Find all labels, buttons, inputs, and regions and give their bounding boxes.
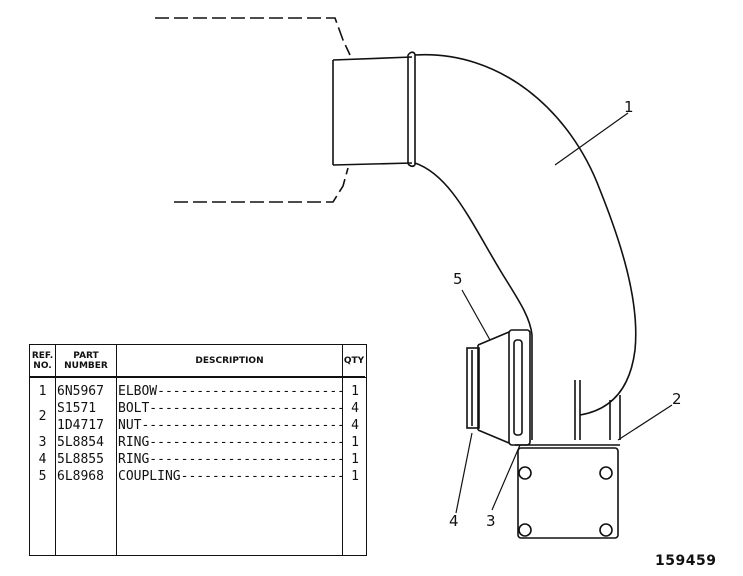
table-row: 5 6L8968 COUPLING---------------------- … — [30, 468, 366, 485]
quantity: 1 — [351, 384, 359, 399]
mating-pipe-outline-lower — [174, 167, 349, 203]
callout-4: 4 — [449, 512, 459, 530]
callout-2: 2 — [672, 390, 682, 408]
description: ELBOW------------------------- — [118, 384, 343, 399]
leader-4 — [455, 432, 473, 514]
band-clamp — [407, 51, 416, 168]
ref-number: 4 — [38, 452, 47, 467]
header-ref-no: REF. NO. — [30, 345, 55, 377]
quantity: 1 — [351, 469, 359, 484]
bolt-head-bl — [518, 523, 532, 537]
header-qty: QTY — [343, 345, 365, 377]
ring-4 — [466, 347, 480, 429]
ring-3-slot — [513, 339, 523, 436]
description: RING-------------------------- — [118, 435, 343, 450]
ref-number: 3 — [38, 435, 47, 450]
table-row: 2 S1571 BOLT-------------------------- 4 — [30, 400, 366, 424]
part-number: 6N5967 — [57, 384, 104, 399]
callout-3: 3 — [486, 512, 496, 530]
mating-pipe-outline — [155, 17, 351, 56]
elbow-body — [414, 53, 637, 416]
part-number: 6L8968 — [57, 469, 104, 484]
ref-number: 1 — [38, 384, 47, 399]
bolt-head-br — [599, 523, 613, 537]
part-number: S1571 — [57, 401, 97, 416]
description: RING-------------------------- — [118, 452, 343, 467]
description: NUT--------------------------- — [118, 418, 343, 433]
description: BOLT-------------------------- — [118, 401, 343, 416]
quantity: 1 — [351, 452, 359, 467]
leader-3 — [491, 444, 521, 511]
coupling-5 — [477, 331, 510, 444]
outlet-pipe-right — [609, 395, 621, 440]
inlet-pipe — [332, 56, 413, 166]
quantity: 4 — [351, 401, 359, 416]
ref-number: 2 — [38, 409, 47, 424]
header-part-number: PART NUMBER — [56, 345, 116, 377]
parts-table: REF. NO. PART NUMBER DESCRIPTION QTY 1 6… — [29, 344, 367, 556]
flange-plate — [517, 447, 619, 539]
callout-1: 1 — [624, 98, 634, 116]
part-number: 1D4717 — [57, 418, 104, 433]
quantity: 1 — [351, 435, 359, 450]
leader-1 — [554, 112, 629, 166]
table-row: 1 6N5967 ELBOW------------------------- … — [30, 383, 366, 400]
bolt-head-tr — [599, 466, 613, 480]
table-row: 3 5L8854 RING-------------------------- … — [30, 434, 366, 451]
leader-5 — [461, 289, 491, 341]
leader-2 — [617, 404, 673, 441]
description: COUPLING---------------------- — [118, 469, 343, 484]
ref-number: 5 — [38, 469, 47, 484]
outlet-pipe — [531, 335, 581, 440]
header-description: DESCRIPTION — [117, 345, 342, 377]
part-number: 5L8854 — [57, 435, 104, 450]
table-row: 1D4717 NUT--------------------------- 4 — [30, 417, 366, 434]
quantity: 4 — [351, 418, 359, 433]
figure-number: 159459 — [655, 553, 717, 569]
part-number: 5L8855 — [57, 452, 104, 467]
bolt-head-tl — [518, 466, 532, 480]
ring-3 — [508, 329, 531, 446]
callout-5: 5 — [453, 270, 463, 288]
elbow-inner — [414, 162, 533, 336]
table-row: 4 5L8855 RING-------------------------- … — [30, 451, 366, 468]
